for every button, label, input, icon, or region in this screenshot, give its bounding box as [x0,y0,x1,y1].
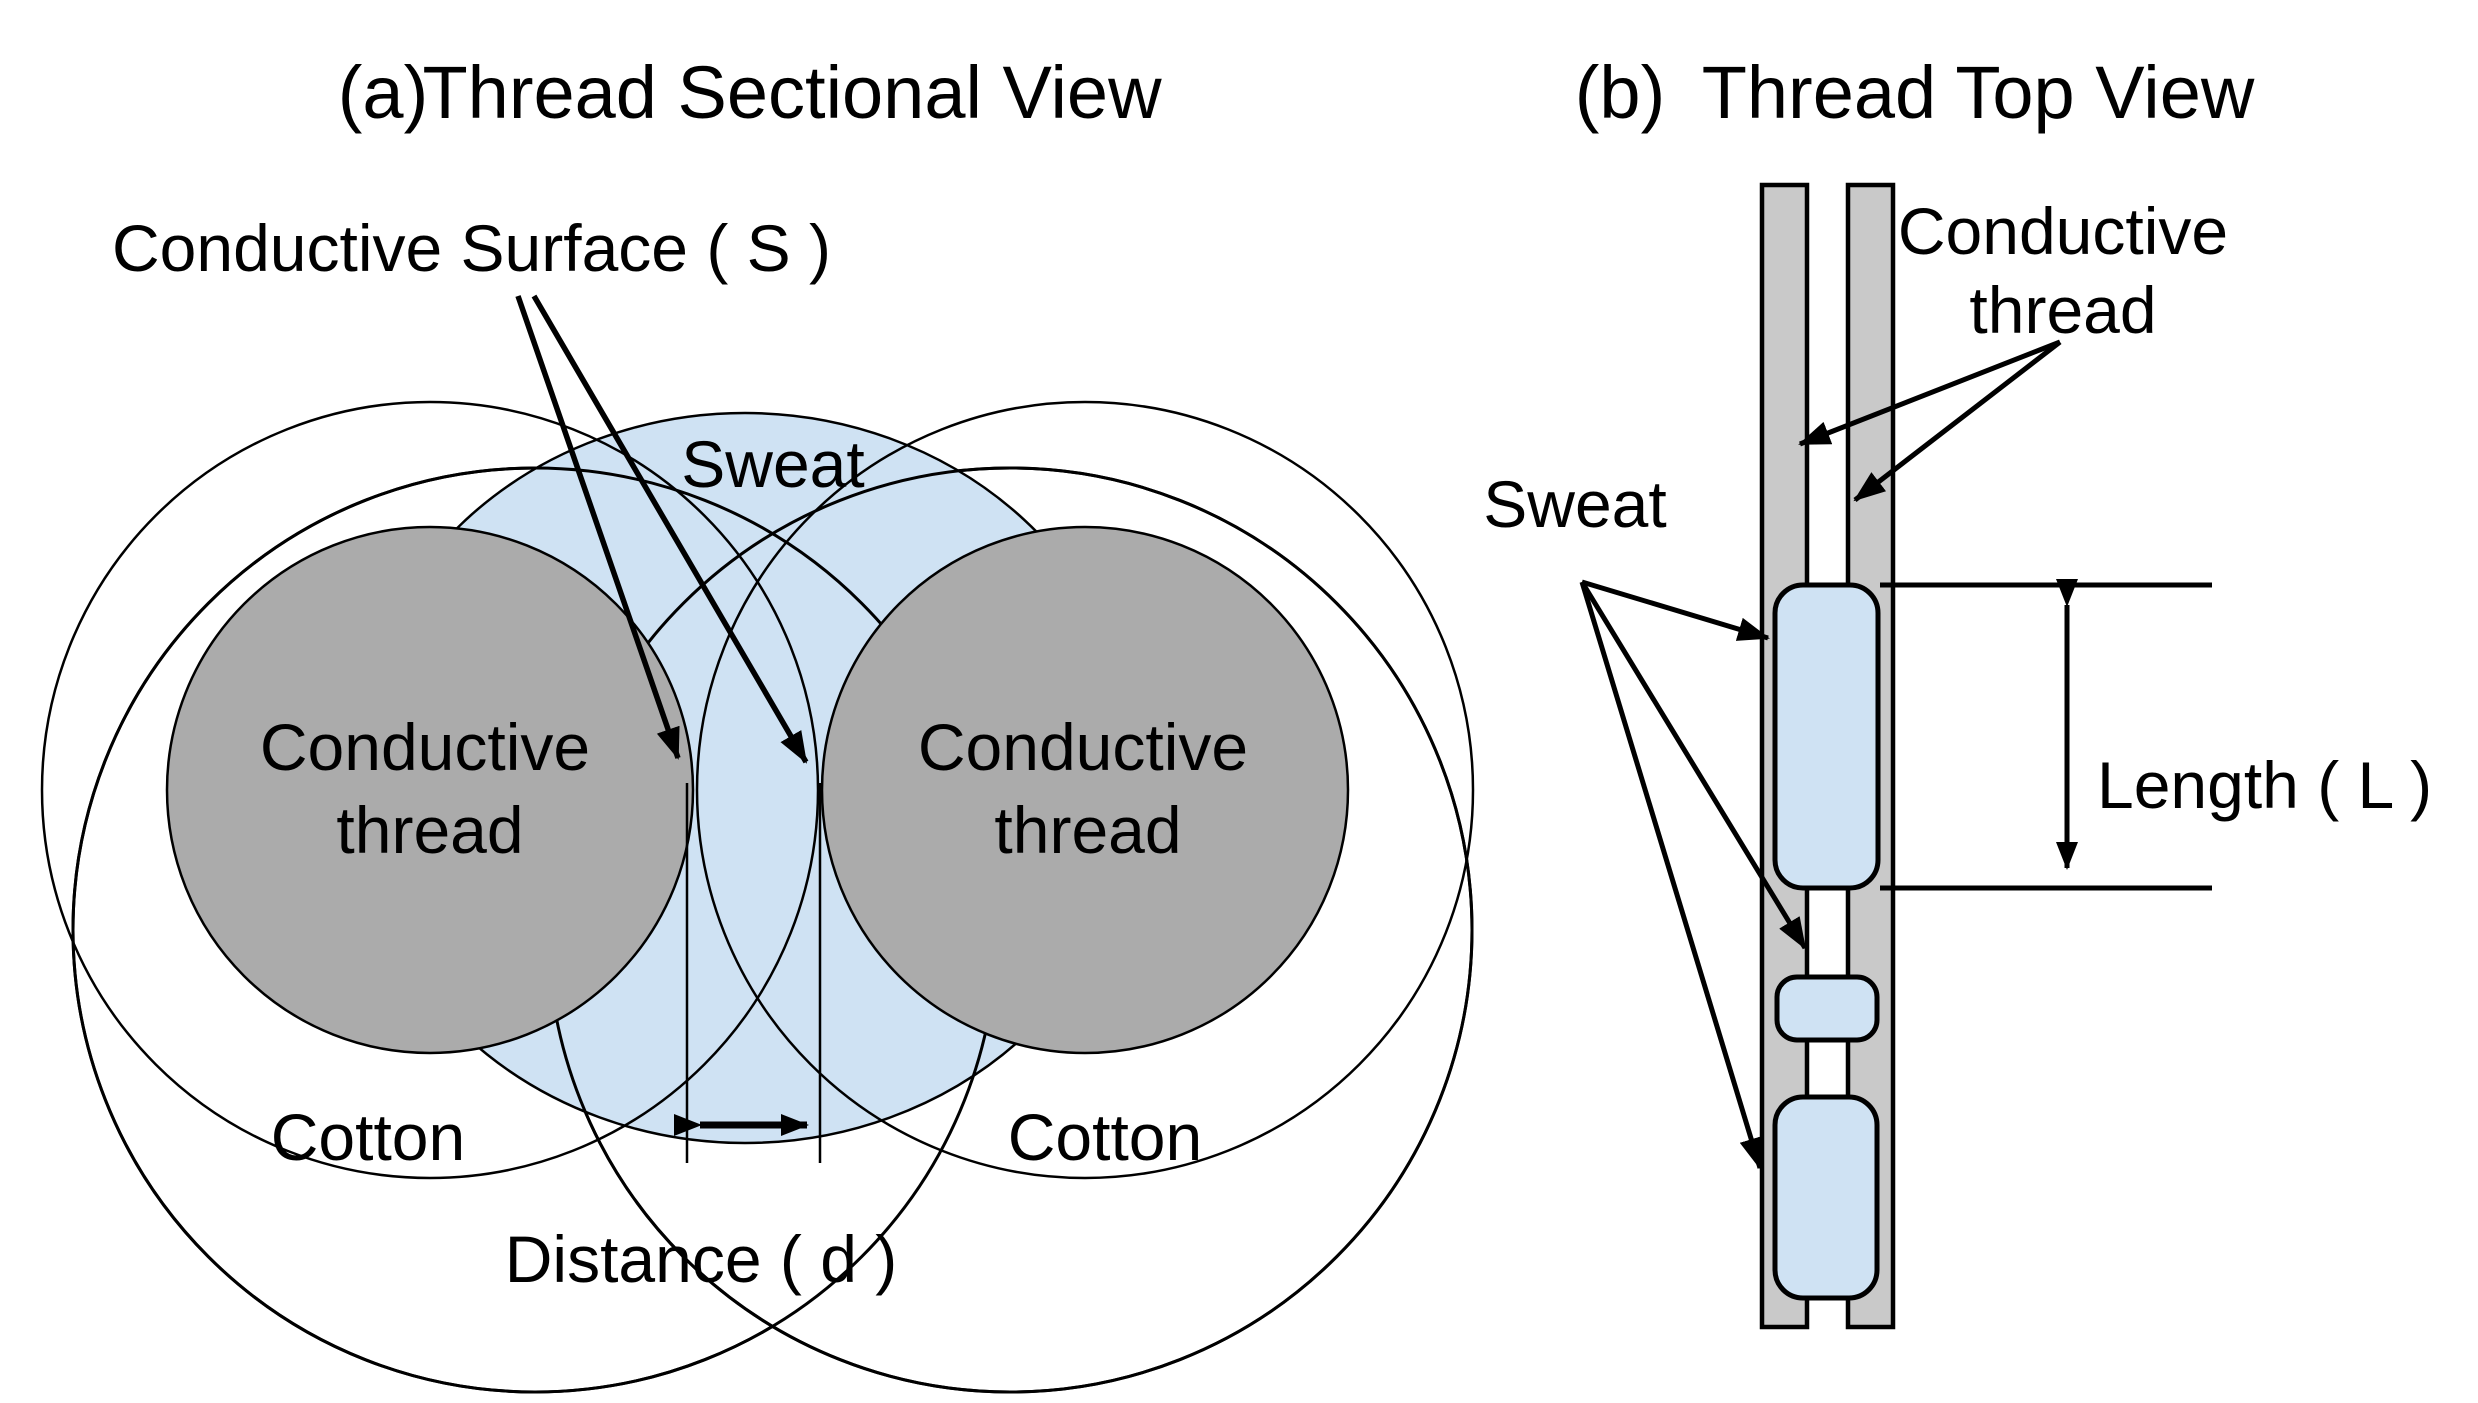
sweat-droplet-medium [1772,1094,1880,1301]
panel-a-sectional-view: (a) Thread Sectional View Conductive Sur… [40,51,1475,1394]
thread-label-right-line1: Conductive [918,710,1248,784]
thread-arrow-right-bar [1853,340,2062,502]
distance-label: Distance ( d ) [505,1222,897,1296]
thread-label-b-line1: Conductive [1898,194,2228,268]
thread-sheath-circle-left [40,400,820,1180]
sweat-arrow-small-droplet [1579,580,1808,950]
panel-a-index: (a) [338,51,428,134]
surface-arrow-left [515,295,681,760]
sweat-droplet-small [1774,974,1880,1043]
thread-sheath-circle-right [695,400,1475,1180]
sweat-label-b: Sweat [1483,467,1666,541]
cotton-label-right: Cotton [1008,1100,1202,1174]
panel-a-title: Thread Sectional View [422,51,1162,134]
panel-b-index: (b) [1575,51,1665,134]
surface-arrow-right [531,294,809,764]
thread-label-left-line1: Conductive [260,710,590,784]
cotton-label-left: Cotton [271,1100,465,1174]
thread-label-right-line2: thread [994,793,1181,867]
conductive-surface-label: Conductive Surface ( S ) [112,211,831,285]
conductive-thread-circle-left [165,525,695,1055]
conductive-thread-circle-right [820,525,1350,1055]
sweat-arrow-medium-droplet [1579,581,1763,1170]
length-label: Length ( L ) [2097,748,2432,822]
panel-b-top-view: (b) Thread Top View Conductive thread Sw… [1483,51,2432,1330]
thread-arrow-left-bar [1798,339,2061,447]
sweat-label-a: Sweat [681,427,864,501]
sweat-droplet-large [1772,582,1881,891]
sweat-arrow-large-droplet [1581,579,1770,641]
panel-b-title: Thread Top View [1702,51,2255,134]
thread-label-b-line2: thread [1969,273,2156,347]
thread-label-left-line2: thread [336,793,523,867]
